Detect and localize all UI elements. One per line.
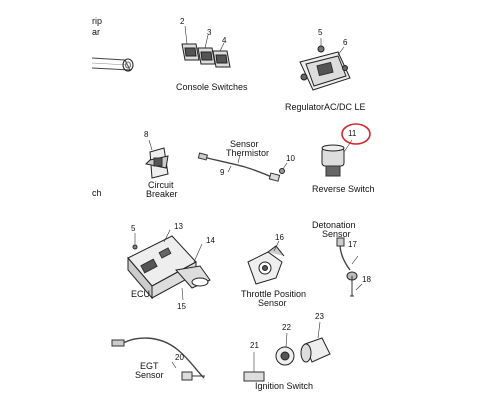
- callout-5-regulator: 5: [318, 28, 323, 37]
- label-ignition-switch: Ignition Switch: [255, 381, 314, 391]
- regulator-drawing: [299, 38, 351, 91]
- console-switches-drawing: [181, 25, 231, 68]
- label-tps-line1: Throttle Position: [241, 289, 307, 299]
- callout-21: 21: [250, 341, 259, 350]
- label-reverse-switch: Reverse Switch: [312, 184, 375, 194]
- label-egt-line1: EGT: [140, 361, 159, 371]
- callout-17: 17: [348, 240, 357, 249]
- label-left-cut: ch: [92, 188, 102, 198]
- callout-14: 14: [206, 236, 215, 245]
- callout-22: 22: [282, 323, 291, 332]
- callout-13: 13: [174, 222, 183, 231]
- thermistor-drawing: [197, 152, 288, 182]
- highlight-circle: [341, 123, 371, 145]
- label-circuit-breaker-line2: Breaker: [146, 189, 178, 199]
- callout-9: 9: [220, 168, 225, 177]
- ecu-drawing: [127, 229, 211, 301]
- label-regulator: RegulatorAC/DC LE: [285, 102, 366, 112]
- callout-16: 16: [275, 233, 284, 242]
- detonation-sensor-drawing: [336, 237, 363, 297]
- callout-2: 2: [180, 17, 185, 26]
- label-sensor-thermistor-line2: Thermistor: [226, 148, 270, 158]
- label-detonation-line1: Detonation: [312, 220, 356, 230]
- label-detonation-line2: Sensor: [322, 229, 351, 239]
- callout-18: 18: [362, 275, 371, 284]
- label-grip-line2: ar: [92, 27, 101, 37]
- callout-6: 6: [343, 38, 348, 47]
- callout-4: 4: [222, 36, 227, 45]
- callout-20: 20: [175, 353, 184, 362]
- label-tps-line2: Sensor: [258, 298, 287, 308]
- callout-5-ecu: 5: [131, 224, 136, 233]
- label-circuit-breaker-line1: Circuit: [148, 180, 174, 190]
- circuit-breaker-drawing: [144, 139, 169, 179]
- callout-8: 8: [144, 130, 149, 139]
- callout-23: 23: [315, 312, 324, 321]
- label-sensor-thermistor-line1: Sensor: [230, 139, 259, 149]
- callout-15: 15: [177, 302, 186, 311]
- label-egt-line2: Sensor: [135, 370, 164, 380]
- label-ecu: ECU: [131, 289, 151, 299]
- reverse-switch-drawing: [321, 123, 371, 177]
- ignition-switch-drawing: [243, 321, 331, 382]
- label-grip-line1: rip: [92, 16, 103, 26]
- callout-11: 11: [348, 129, 357, 138]
- egt-sensor-drawing: [111, 337, 205, 381]
- grip-warmer-drawing: [91, 57, 134, 72]
- callout-3: 3: [207, 28, 212, 37]
- label-console-switches: Console Switches: [176, 82, 248, 92]
- callout-10: 10: [286, 154, 295, 163]
- tps-drawing: [247, 240, 285, 285]
